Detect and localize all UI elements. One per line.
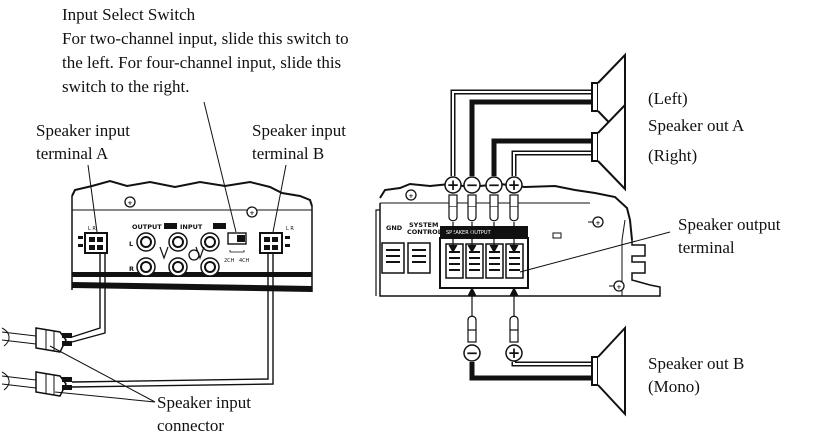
svg-text:−: − bbox=[466, 176, 479, 194]
svg-text:+: + bbox=[595, 219, 600, 227]
input-select-switch-desc-line3: switch to the right. bbox=[62, 77, 190, 96]
speaker-output-panel-label: SPEAKER OUTPUT bbox=[446, 230, 492, 236]
switch-4ch-label: 4CH bbox=[239, 258, 250, 264]
switch-2ch-label: 2CH bbox=[224, 258, 235, 264]
speaker-a-lugs bbox=[448, 194, 519, 222]
screw-icon: + bbox=[246, 206, 258, 218]
left-pointer-lines bbox=[87, 101, 287, 233]
rca-jacks bbox=[136, 232, 220, 277]
speaker-input-terminal-b-label-line2: terminal B bbox=[252, 144, 325, 163]
speaker-mono-icon bbox=[591, 325, 626, 417]
input-select-switch-desc-line2: the left. For four-channel input, slide … bbox=[62, 53, 342, 72]
speaker-input-terminal-b: L R bbox=[259, 226, 294, 254]
svg-text:−: − bbox=[488, 176, 501, 194]
plus-icon: + bbox=[505, 344, 523, 362]
right-channel-label: R bbox=[129, 265, 134, 273]
svg-text:L R: L R bbox=[286, 226, 294, 232]
speaker-input-terminal-a: L R bbox=[78, 226, 108, 254]
svg-text:+: + bbox=[249, 209, 254, 217]
speaker-input-connector-label-line2: connector bbox=[157, 416, 225, 435]
right-channel-speaker-label: (Right) bbox=[648, 146, 698, 165]
svg-text:+: + bbox=[127, 199, 132, 207]
input-wires bbox=[71, 253, 274, 388]
speaker-input-connector-label-line1: Speaker input bbox=[157, 393, 251, 412]
speaker-input-terminal-a-label-line2: terminal A bbox=[36, 144, 109, 163]
mono-speaker-label: (Mono) bbox=[648, 377, 700, 396]
svg-text:+: + bbox=[508, 344, 521, 362]
left-amplifier: + + L R bbox=[71, 179, 313, 292]
input-select-switch-desc-line1: For two-channel input, slide this switch… bbox=[62, 29, 349, 48]
system-label: SYSTEM bbox=[409, 221, 438, 229]
svg-text:+: + bbox=[616, 283, 621, 291]
speaker-output-terminal-label-line1: Speaker output bbox=[678, 215, 781, 234]
connector-pointer-lines bbox=[49, 345, 156, 403]
screw-icon: + bbox=[613, 280, 625, 292]
output-terminal-pointer bbox=[519, 231, 671, 273]
speaker-input-terminal-b-label-line1: Speaker input bbox=[252, 121, 346, 140]
plus-icon: + bbox=[505, 176, 523, 194]
speaker-out-a-label: Speaker out A bbox=[648, 116, 745, 135]
speaker-b-lugs bbox=[467, 315, 519, 343]
svg-text:−: − bbox=[466, 344, 479, 362]
screw-icon: + bbox=[124, 196, 136, 208]
minus-icon: − bbox=[463, 176, 481, 194]
svg-text:+: + bbox=[447, 176, 460, 194]
plus-icon: + bbox=[444, 176, 462, 194]
speaker-b-wires bbox=[467, 286, 595, 381]
svg-text:+: + bbox=[408, 192, 413, 200]
minus-icon: − bbox=[463, 344, 481, 362]
speaker-out-b-label: Speaker out B bbox=[648, 354, 745, 373]
screw-icon: + bbox=[405, 189, 417, 201]
screw-icon: + bbox=[592, 216, 604, 228]
left-channel-label: L bbox=[129, 240, 133, 248]
speaker-input-connector-lower bbox=[1, 371, 72, 397]
system-control-terminal bbox=[407, 242, 431, 274]
speaker-a-wires bbox=[450, 89, 595, 176]
svg-text:L R: L R bbox=[88, 226, 96, 232]
input-label: INPUT bbox=[180, 223, 203, 231]
svg-text:+: + bbox=[508, 176, 521, 194]
left-channel-speaker-label: (Left) bbox=[648, 89, 688, 108]
gnd-terminal bbox=[381, 242, 405, 274]
speaker-right-icon bbox=[591, 102, 626, 192]
output-label: OUTPUT bbox=[132, 223, 162, 231]
gnd-label: GND bbox=[386, 224, 403, 232]
minus-icon: − bbox=[485, 176, 503, 194]
control-label: CONTROL bbox=[407, 228, 442, 236]
speaker-input-connector-upper bbox=[1, 327, 72, 353]
speaker-output-terminal-label-line2: terminal bbox=[678, 238, 735, 257]
speaker-input-terminal-a-label-line1: Speaker input bbox=[36, 121, 130, 140]
input-select-switch[interactable]: 2CH 4CH bbox=[224, 232, 250, 264]
input-select-switch-title: Input Select Switch bbox=[62, 5, 196, 24]
